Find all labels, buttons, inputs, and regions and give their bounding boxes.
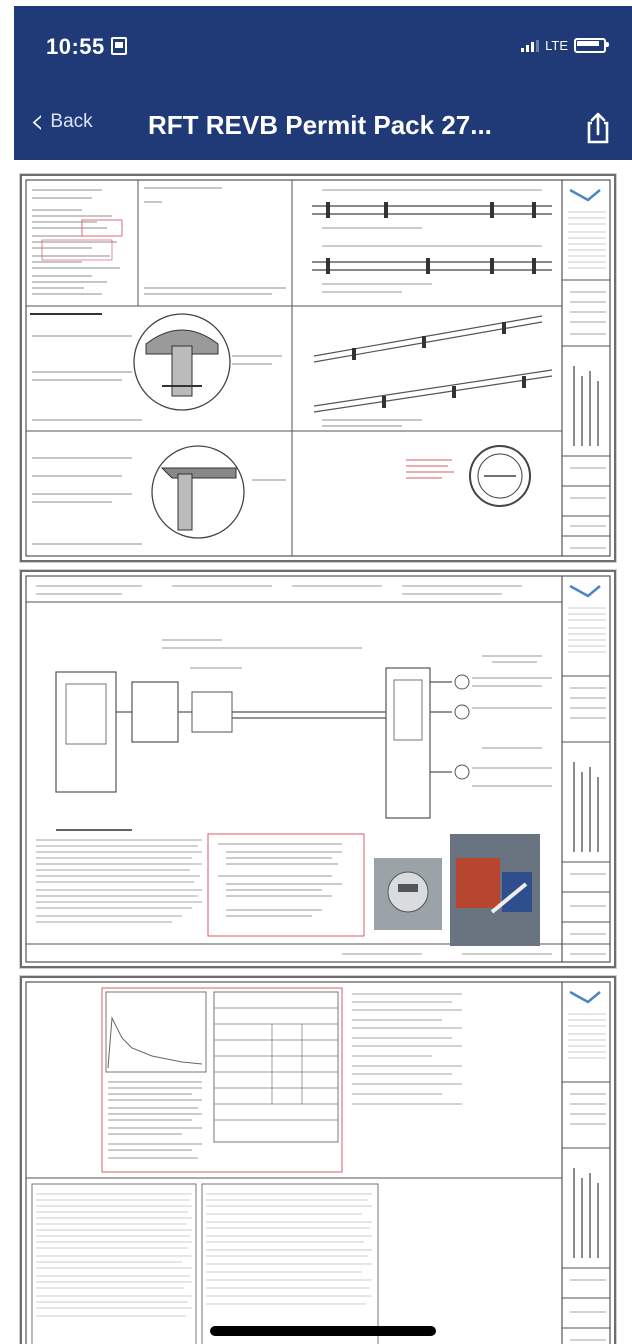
document-page-3[interactable]: [20, 976, 616, 1344]
chevron-left-icon: ‹: [30, 101, 45, 142]
back-label: Back: [50, 111, 93, 132]
signal-icon: [521, 39, 540, 52]
app-header: 10:55 LTE ‹ Back RFT REVB Permit Pack 27…: [14, 6, 632, 160]
page-3-drawing: [25, 981, 611, 1344]
status-bar-time: 10:55: [46, 34, 127, 60]
document-viewer[interactable]: [0, 160, 632, 1344]
page-1-drawing: [25, 179, 611, 557]
document-title: RFT REVB Permit Pack 27...: [148, 110, 492, 140]
network-label: LTE: [545, 38, 568, 53]
battery-icon: [574, 38, 609, 53]
document-page-2[interactable]: [20, 570, 616, 968]
page-2-drawing: [25, 575, 611, 963]
share-button[interactable]: [580, 110, 616, 146]
navigation-bar: ‹ Back RFT REVB Permit Pack 27...: [14, 98, 632, 154]
calendar-icon: [110, 37, 127, 55]
status-bar-indicators: LTE: [521, 38, 609, 53]
share-icon: [587, 112, 609, 144]
home-indicator[interactable]: [210, 1326, 436, 1336]
document-page-1[interactable]: [20, 174, 616, 562]
back-button[interactable]: ‹ Back: [30, 104, 93, 140]
